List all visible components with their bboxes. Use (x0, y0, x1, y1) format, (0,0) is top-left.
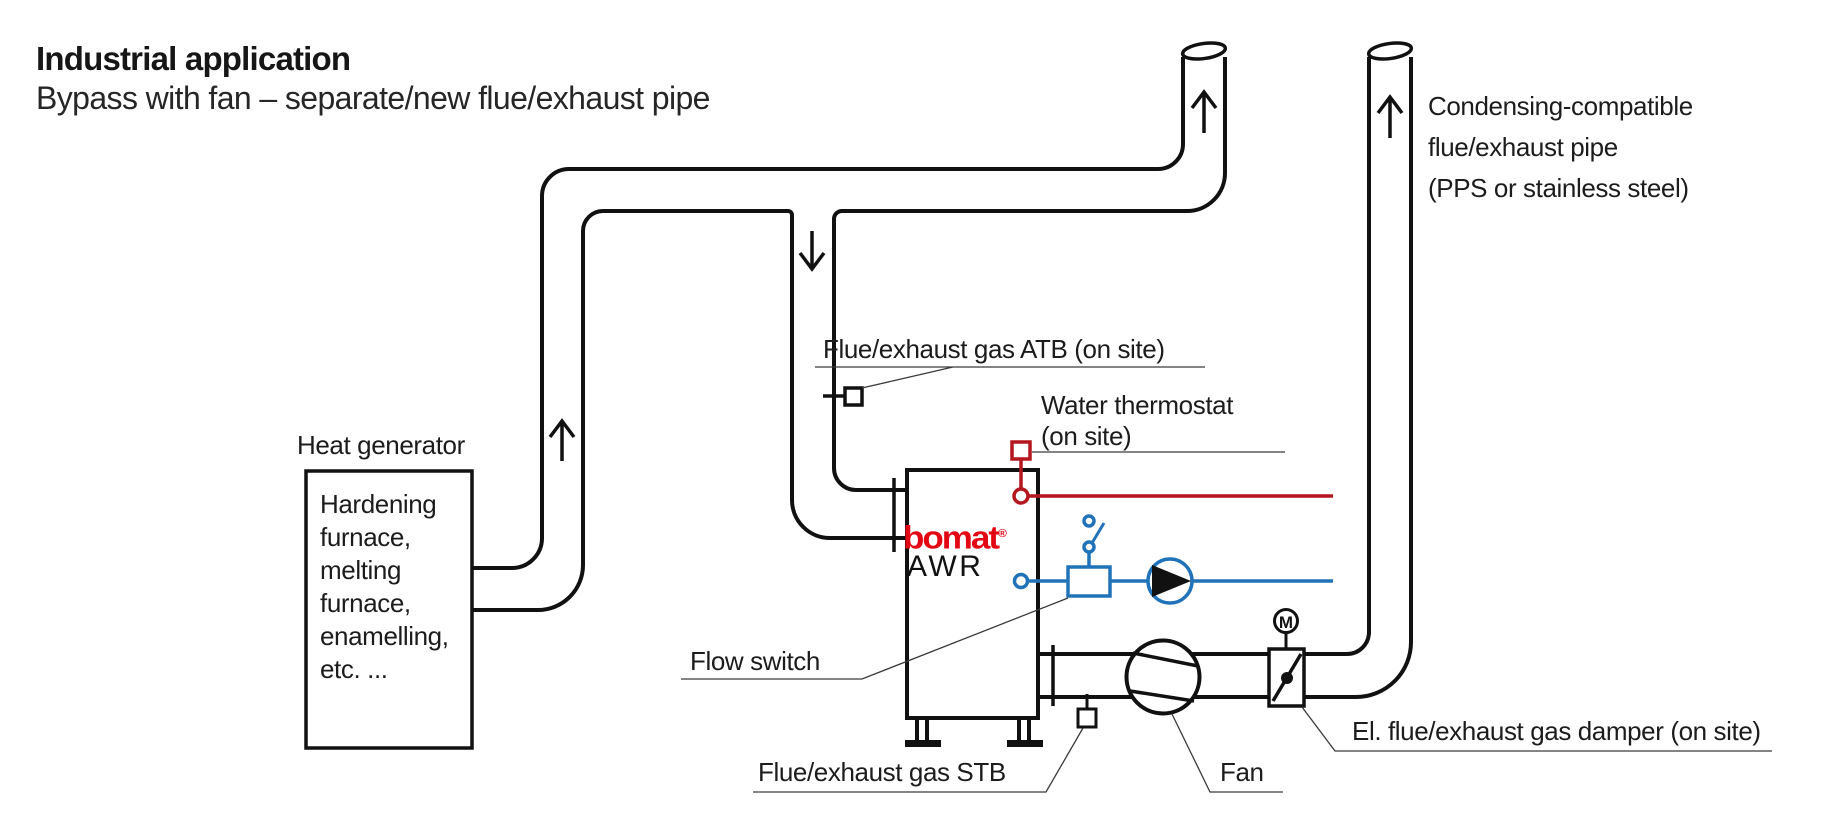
awr-box (905, 468, 1040, 720)
up-arrow-flue1-icon (1190, 89, 1218, 133)
flue1-mouth (1180, 41, 1228, 61)
condensing-pipe-outer (1304, 57, 1413, 699)
up-arrow-flue2-icon (1376, 94, 1404, 138)
heat-generator-label: Heat generator (297, 430, 465, 460)
pipe-flue1-right-line (1186, 57, 1227, 213)
switch-contact-upper (1082, 514, 1096, 528)
condensing-pipe-inner (1304, 57, 1371, 656)
stb-leader (753, 727, 1084, 793)
bomat-logo-text: bomat (903, 520, 1000, 556)
registered-mark: ® (998, 526, 1007, 540)
page-title: Industrial application (36, 40, 351, 77)
pipe-inner-run (472, 209, 907, 612)
atb-leader (815, 366, 1205, 389)
water-thermostat-label-line2: (on site) (1041, 421, 1132, 451)
damper-label: El. flue/exhaust gas damper (on site) (1352, 716, 1761, 746)
fan-blade-bottom (1129, 689, 1195, 703)
damper-pivot (1281, 672, 1293, 684)
awr-foot-left (905, 740, 941, 747)
pump-impeller (1152, 565, 1191, 597)
fan-circle (1124, 638, 1202, 716)
awr-leg-right (1017, 718, 1031, 740)
condensing-pipe-label: Condensing-compatible flue/exhaust pipe … (1428, 91, 1693, 203)
motor-circle (1273, 608, 1299, 634)
flow-switch-label: Flow switch (690, 646, 820, 676)
condensing-pipe-mouth (1366, 41, 1414, 61)
switch-contact-lower (1082, 540, 1096, 554)
heat-generator-box (304, 469, 474, 750)
pipe-branch-right (832, 209, 1187, 492)
page-subtitle: Bypass with fan – separate/new flue/exha… (36, 80, 710, 116)
switch-lever (1090, 522, 1106, 544)
stb-label: Flue/exhaust gas STB (758, 757, 1006, 787)
fan-label: Fan (1220, 757, 1264, 787)
awr-leg-left (915, 718, 929, 740)
thermostat-square (1010, 440, 1032, 461)
flow-node (1012, 572, 1030, 590)
atb-label: Flue/exhaust gas ATB (on site) (823, 334, 1165, 364)
bomat-logo: bomat® (903, 520, 1007, 557)
damper-leader (1301, 706, 1772, 752)
motor-letter: M (1279, 613, 1293, 632)
down-arrow-icon (798, 231, 826, 272)
water-thermostat-label: Water thermostat (on site) (1041, 390, 1233, 452)
up-arrow-left-pipe-icon (548, 418, 576, 461)
fan-blade-top (1132, 651, 1199, 668)
water-thermostat-label-line1: Water thermostat (1041, 390, 1234, 420)
flow-switch-leader (681, 597, 1069, 680)
stb-sensor (1076, 707, 1098, 729)
flow-switch-body (1066, 565, 1112, 598)
awr-model-label: AWR (907, 550, 984, 583)
thermostat-node (1012, 487, 1030, 505)
atb-sensor (843, 386, 864, 407)
pipe-outer-top-run (472, 57, 1185, 570)
fan-leader (1171, 713, 1283, 793)
heat-generator-contents: Hardening furnace, melting furnace, enam… (320, 489, 449, 684)
awr-foot-right (1007, 740, 1043, 747)
